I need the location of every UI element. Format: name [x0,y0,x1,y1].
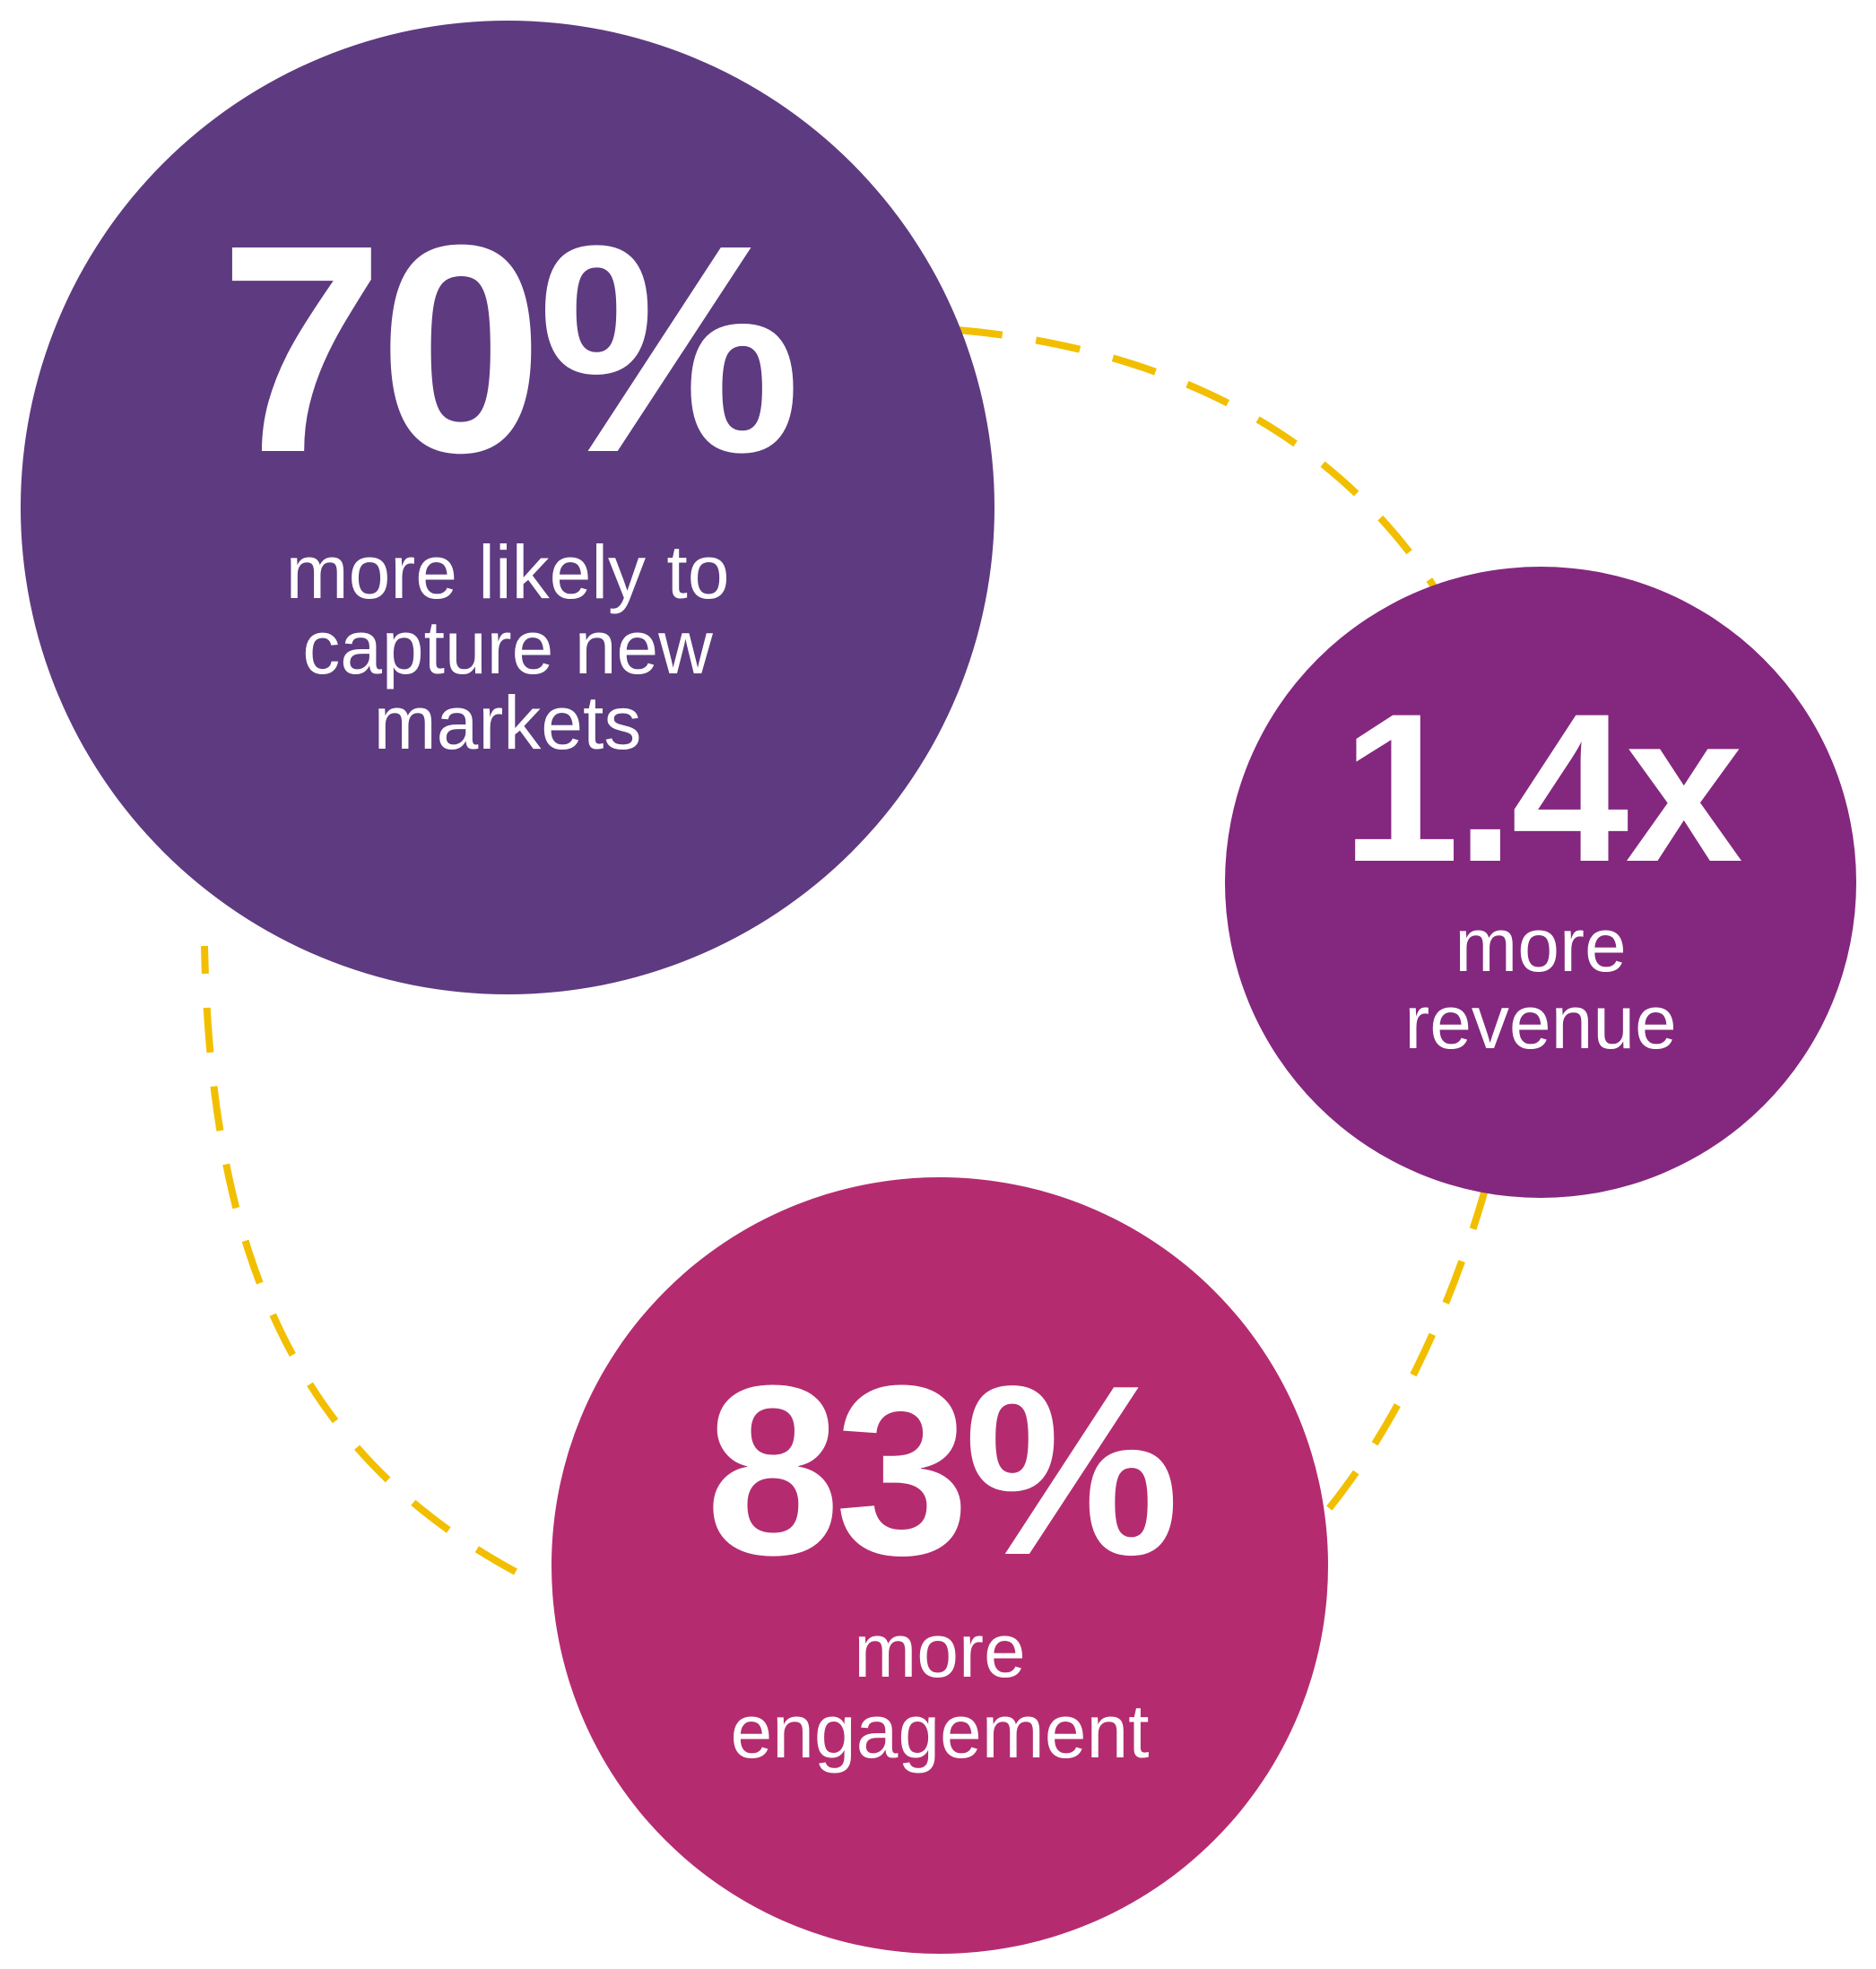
stat-label: more likely to capture new markets [285,530,730,765]
stat-circle-revenue: 1.4x more revenue [1225,567,1856,1198]
stat-value: 1.4x [1342,670,1742,906]
stat-value: 83% [705,1336,1179,1606]
stat-label: more revenue [1404,903,1677,1064]
stat-circle-engagement: 83% more engagement [552,1177,1328,1954]
stat-value: 70% [219,183,801,514]
stat-label: more engagement [730,1609,1150,1774]
stat-circle-new-markets: 70% more likely to capture new markets [21,21,994,994]
